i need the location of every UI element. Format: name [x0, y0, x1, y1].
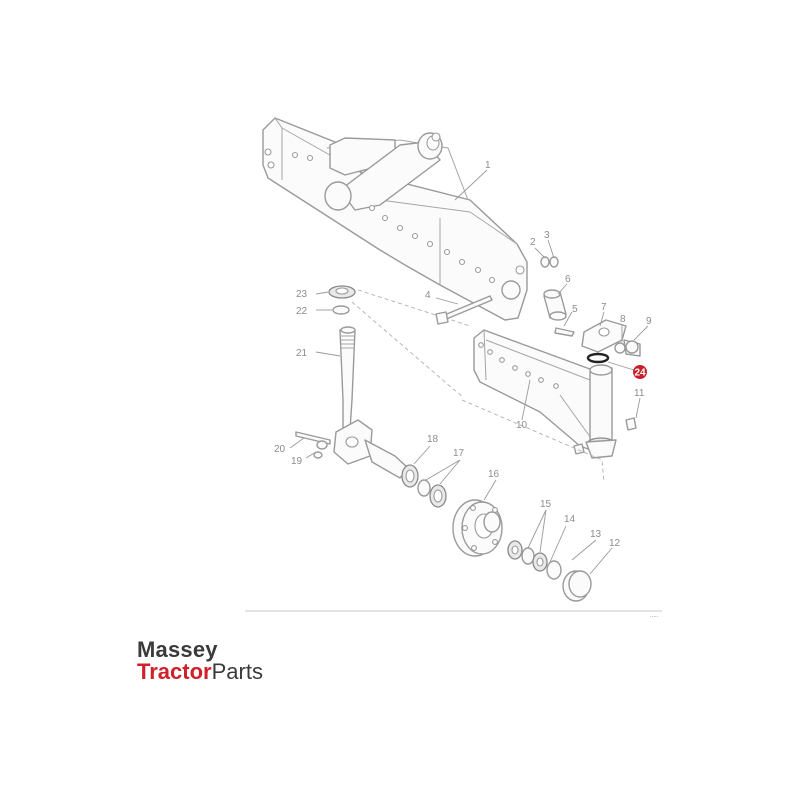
highlighted-washer-ring [586, 352, 610, 364]
kingpin-assembly [328, 285, 356, 431]
brand-logo-tractor: Tractor [137, 659, 212, 684]
brand-logo-line2: TractorParts [137, 660, 263, 684]
callout-23: 23 [296, 289, 308, 300]
callout-labels: 1 2 3 4 5 6 7 8 9 10 11 12 13 14 15 16 1… [274, 160, 652, 549]
assembly-line [357, 289, 471, 327]
callout-11: 11 [634, 388, 645, 399]
callout-12: 12 [609, 538, 621, 549]
callout-22: 22 [296, 306, 308, 317]
callout-6: 6 [565, 274, 571, 285]
callout-2: 2 [530, 237, 536, 248]
callout-9: 9 [646, 316, 652, 327]
stub-axle [295, 419, 409, 479]
callout-18: 18 [427, 434, 439, 445]
callout-24: 24 [634, 368, 646, 379]
axle-beam [262, 117, 528, 321]
small-parts [435, 256, 641, 431]
callout-4: 4 [425, 290, 431, 301]
leader-lines [289, 169, 649, 575]
assembly-line [461, 399, 605, 483]
axle-extension [473, 329, 617, 459]
assembly-line [351, 301, 463, 397]
diagram-reference-code: ..... [650, 613, 659, 619]
callout-7: 7 [601, 302, 607, 313]
brand-logo-parts: Parts [211, 659, 263, 684]
highlighted-callout-24[interactable]: 24 [633, 365, 647, 379]
brand-logo-line1: Massey [137, 637, 218, 662]
callout-21: 21 [296, 348, 308, 359]
brand-logo[interactable]: Massey TractorParts [137, 638, 307, 688]
callout-5: 5 [572, 304, 578, 315]
hub-assembly [401, 464, 592, 602]
callout-13: 13 [590, 529, 602, 540]
callout-16: 16 [488, 469, 500, 480]
callout-10: 10 [516, 420, 528, 431]
callout-8: 8 [620, 314, 626, 325]
callout-1: 1 [485, 160, 491, 171]
callout-15: 15 [540, 499, 552, 510]
callout-19: 19 [291, 456, 303, 467]
callout-17: 17 [453, 448, 465, 459]
callout-20: 20 [274, 444, 286, 455]
callout-14: 14 [564, 514, 576, 525]
callout-3: 3 [544, 230, 550, 241]
